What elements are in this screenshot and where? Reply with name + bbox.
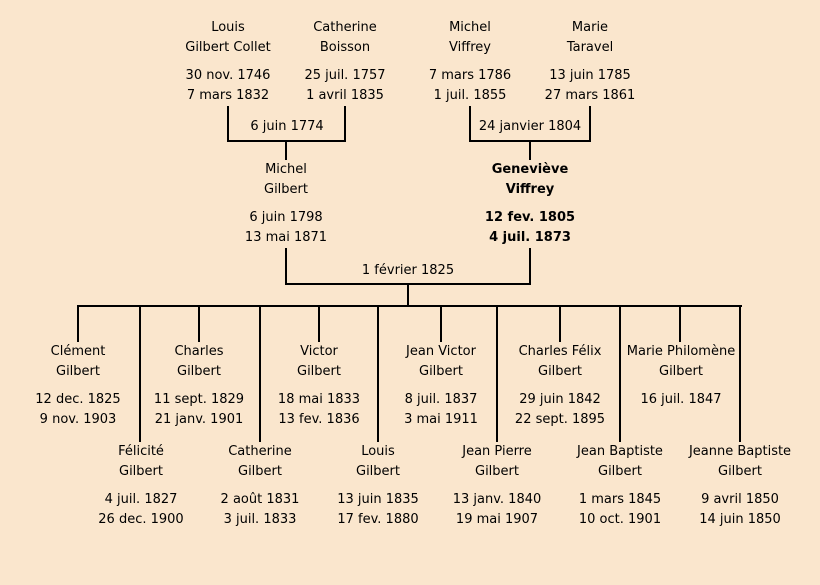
person-dates: 18 mai 1833 13 fev. 1836 (277, 392, 361, 427)
person-jean-victor-gilbert: Jean Victor Gilbert 8 juil. 1837 3 mai 1… (353, 342, 529, 430)
person-dates: 29 juin 1842 22 sept. 1895 (514, 392, 606, 427)
person-name: Catherine Boisson (313, 20, 377, 55)
child-drop-line-victor (318, 305, 320, 342)
parent-drop-line-marie-taravel (589, 106, 591, 140)
child-drop-line-jean-victor (440, 305, 442, 342)
person-name: Michel Viffrey (449, 20, 491, 55)
child-drop-line-jeanne-baptiste (739, 305, 741, 442)
child-drop-line-catherine (259, 305, 261, 442)
person-dates: 12 fev. 1805 4 juil. 1873 (484, 210, 576, 245)
descent-line-michel-gilbert (285, 140, 287, 160)
marriage-date-gilbert-viffrey: 1 février 1825 (361, 263, 455, 278)
person-name: Michel Gilbert (264, 162, 308, 197)
person-marie-taravel: Marie Taravel 13 juin 1785 27 mars 1861 (502, 18, 678, 106)
person-name: Victor Gilbert (297, 344, 341, 379)
person-name: Jean Pierre Gilbert (462, 444, 532, 479)
person-dates: 13 juin 1785 27 mars 1861 (544, 68, 636, 103)
person-dates: 13 juin 1835 17 fev. 1880 (337, 492, 419, 527)
person-dates: 16 juil. 1847 (640, 392, 722, 407)
child-drop-line-charles-felix (559, 305, 561, 342)
person-clement-gilbert: Clément Gilbert 12 dec. 1825 9 nov. 1903 (0, 342, 166, 430)
person-charles-gilbert: Charles Gilbert 11 sept. 1829 21 janv. 1… (111, 342, 287, 430)
person-name: Louis Gilbert Collet (185, 20, 271, 55)
person-name: Catherine Gilbert (228, 444, 292, 479)
child-drop-line-marie-philomene (679, 305, 681, 342)
person-name: Marie Taravel (566, 20, 614, 55)
person-jean-pierre-gilbert: Jean Pierre Gilbert 13 janv. 1840 19 mai… (409, 442, 585, 530)
child-drop-line-clement (77, 305, 79, 342)
person-name: Jean Victor Gilbert (406, 344, 476, 379)
person-dates: 8 juil. 1837 3 mai 1911 (404, 392, 478, 427)
person-dates: 1 mars 1845 10 oct. 1901 (578, 492, 662, 527)
person-name: Jeanne Baptiste Gilbert (688, 444, 792, 479)
person-victor-gilbert: Victor Gilbert 18 mai 1833 13 fev. 1836 (231, 342, 407, 430)
person-name: Félicité Gilbert (118, 444, 164, 479)
person-charles-felix-gilbert: Charles Félix Gilbert 29 juin 1842 22 se… (472, 342, 648, 430)
person-dates: 9 avril 1850 14 juin 1850 (699, 492, 781, 527)
person-catherine-boisson: Catherine Boisson 25 juil. 1757 1 avril … (257, 18, 433, 106)
person-michel-gilbert: Michel Gilbert 6 juin 1798 13 mai 1871 (198, 160, 374, 248)
descent-line-genevieve-viffrey (529, 140, 531, 160)
person-name: Clément Gilbert (50, 344, 106, 379)
sibling-rail (77, 305, 742, 307)
person-catherine-gilbert: Catherine Gilbert 2 août 1831 3 juil. 18… (172, 442, 348, 530)
child-drop-line-charles (198, 305, 200, 342)
person-marie-philomene-gilbert: Marie Philomène Gilbert 16 juil. 1847 (593, 342, 769, 410)
parent-drop-line-genevieve-viffrey (529, 248, 531, 283)
parent-drop-line-michel-gilbert (285, 248, 287, 283)
person-michel-viffrey: Michel Viffrey 7 mars 1786 1 juil. 1855 (382, 18, 558, 106)
person-jeanne-baptiste-gilbert: Jeanne Baptiste Gilbert 9 avril 1850 14 … (652, 442, 820, 530)
parent-drop-line-catherine-boisson (344, 106, 346, 140)
parent-drop-line-michel-viffrey (469, 106, 471, 140)
child-drop-line-jean-baptiste (619, 305, 621, 442)
person-dates: 6 juin 1798 13 mai 1871 (244, 210, 328, 245)
child-drop-line-jean-pierre (496, 305, 498, 442)
marriage-date-gilbert-boisson: 6 juin 1774 (250, 119, 324, 134)
person-dates: 11 sept. 1829 21 janv. 1901 (153, 392, 245, 427)
person-jean-baptiste-gilbert: Jean Baptiste Gilbert 1 mars 1845 10 oct… (532, 442, 708, 530)
person-dates: 7 mars 1786 1 juil. 1855 (428, 68, 512, 103)
person-louis-gilbert-collet: Louis Gilbert Collet 30 nov. 1746 7 mars… (140, 18, 316, 106)
person-genevieve-viffrey: Geneviève Viffrey 12 fev. 1805 4 juil. 1… (442, 160, 618, 248)
child-drop-line-felicite (139, 305, 141, 442)
person-dates: 30 nov. 1746 7 mars 1832 (185, 68, 271, 103)
descent-line-children (407, 283, 409, 305)
person-dates: 2 août 1831 3 juil. 1833 (220, 492, 300, 527)
person-name: Geneviève Viffrey (491, 162, 569, 197)
child-drop-line-louis (377, 305, 379, 442)
person-name: Jean Baptiste Gilbert (577, 444, 663, 479)
person-name: Marie Philomène Gilbert (626, 344, 736, 379)
person-dates: 13 janv. 1840 19 mai 1907 (452, 492, 542, 527)
person-dates: 25 juil. 1757 1 avril 1835 (304, 68, 386, 103)
person-louis-gilbert: Louis Gilbert 13 juin 1835 17 fev. 1880 (290, 442, 466, 530)
person-name: Louis Gilbert (356, 444, 400, 479)
person-dates: 12 dec. 1825 9 nov. 1903 (35, 392, 121, 427)
parent-drop-line-louis (227, 106, 229, 140)
person-felicite-gilbert: Félicité Gilbert 4 juil. 1827 26 dec. 19… (53, 442, 229, 530)
person-name: Charles Félix Gilbert (518, 344, 602, 379)
person-dates: 4 juil. 1827 26 dec. 1900 (98, 492, 184, 527)
person-name: Charles Gilbert (174, 344, 224, 379)
marriage-date-viffrey-taravel: 24 janvier 1804 (478, 119, 582, 134)
